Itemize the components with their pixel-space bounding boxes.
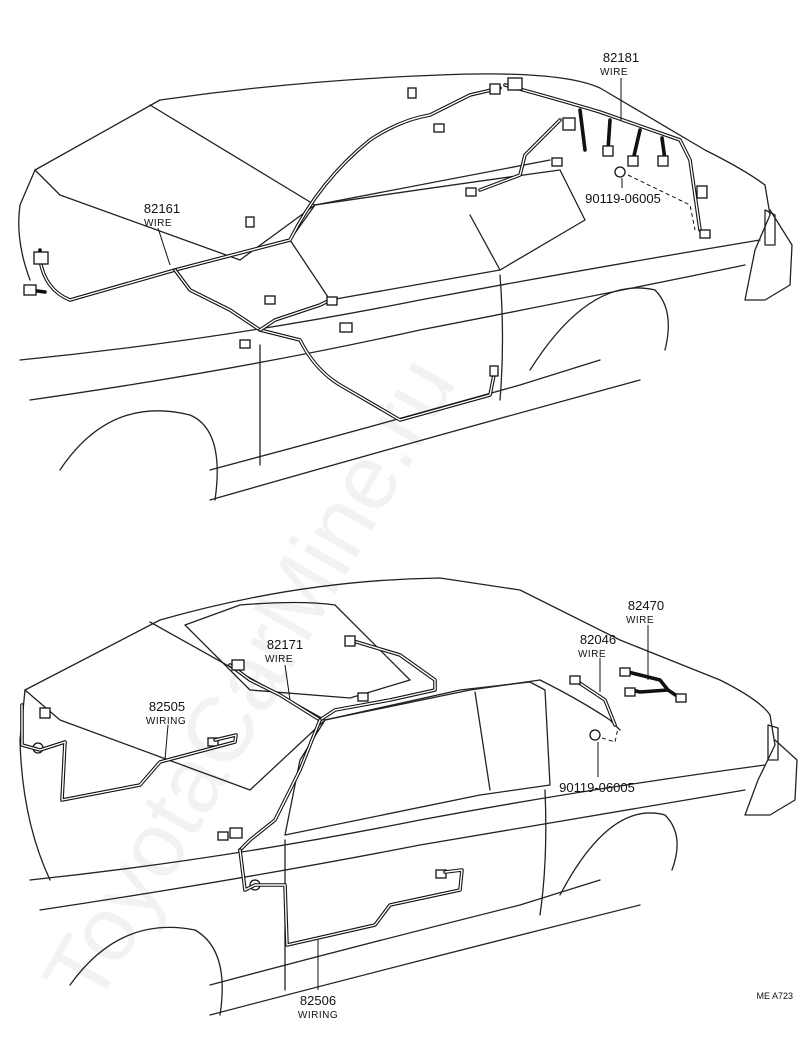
leader-82505 bbox=[164, 724, 169, 761]
label-82505: 82505 WIRING bbox=[146, 699, 186, 727]
part-caption: WIRING bbox=[298, 1010, 338, 1021]
part-number: 90119-06005 bbox=[559, 780, 635, 795]
part-number: 82470 bbox=[628, 598, 664, 613]
label-82506: 82506 WIRING bbox=[298, 993, 338, 1021]
part-caption: WIRE bbox=[600, 67, 628, 78]
label-82181: 82181 WIRE bbox=[600, 50, 639, 78]
label-90119-lower: 90119-06005 bbox=[559, 780, 635, 795]
part-number: 90119-06005 bbox=[585, 191, 661, 206]
figure-code: ME A723 bbox=[756, 991, 793, 1001]
part-number: 82506 bbox=[300, 993, 336, 1008]
harness-82470 bbox=[626, 670, 682, 700]
leader-82161 bbox=[157, 227, 171, 266]
part-caption: WIRE bbox=[578, 649, 606, 660]
harness-82171 bbox=[228, 638, 437, 852]
part-number: 82181 bbox=[603, 50, 639, 65]
part-number: 82171 bbox=[267, 637, 303, 652]
part-caption: WIRE bbox=[144, 218, 172, 229]
upper-car-body bbox=[18, 73, 793, 501]
label-82171: 82171 WIRE bbox=[265, 637, 303, 665]
harness-82161 bbox=[28, 86, 502, 422]
leader-90119a-dash bbox=[627, 174, 696, 231]
part-caption: WIRE bbox=[265, 654, 293, 665]
harness-82181 bbox=[478, 83, 702, 232]
harness-82505 bbox=[20, 703, 238, 802]
part-caption: WIRING bbox=[146, 716, 186, 727]
harness-82506 bbox=[238, 848, 464, 947]
leader-90119b-dash bbox=[601, 727, 619, 743]
label-90119-upper: 90119-06005 bbox=[585, 191, 661, 206]
label-82046: 82046 WIRE bbox=[578, 632, 616, 660]
harness-82046 bbox=[573, 678, 617, 727]
label-82470: 82470 WIRE bbox=[626, 598, 664, 626]
upper-connectors bbox=[23, 83, 563, 377]
part-number: 82161 bbox=[144, 201, 180, 216]
part-caption: WIRE bbox=[626, 615, 654, 626]
label-82161: 82161 WIRE bbox=[144, 201, 180, 229]
lower-right-connectors bbox=[569, 667, 687, 741]
upper-right-connectors bbox=[507, 77, 711, 239]
leader-82171 bbox=[284, 664, 291, 701]
part-number: 82505 bbox=[149, 699, 185, 714]
part-number: 82046 bbox=[580, 632, 616, 647]
